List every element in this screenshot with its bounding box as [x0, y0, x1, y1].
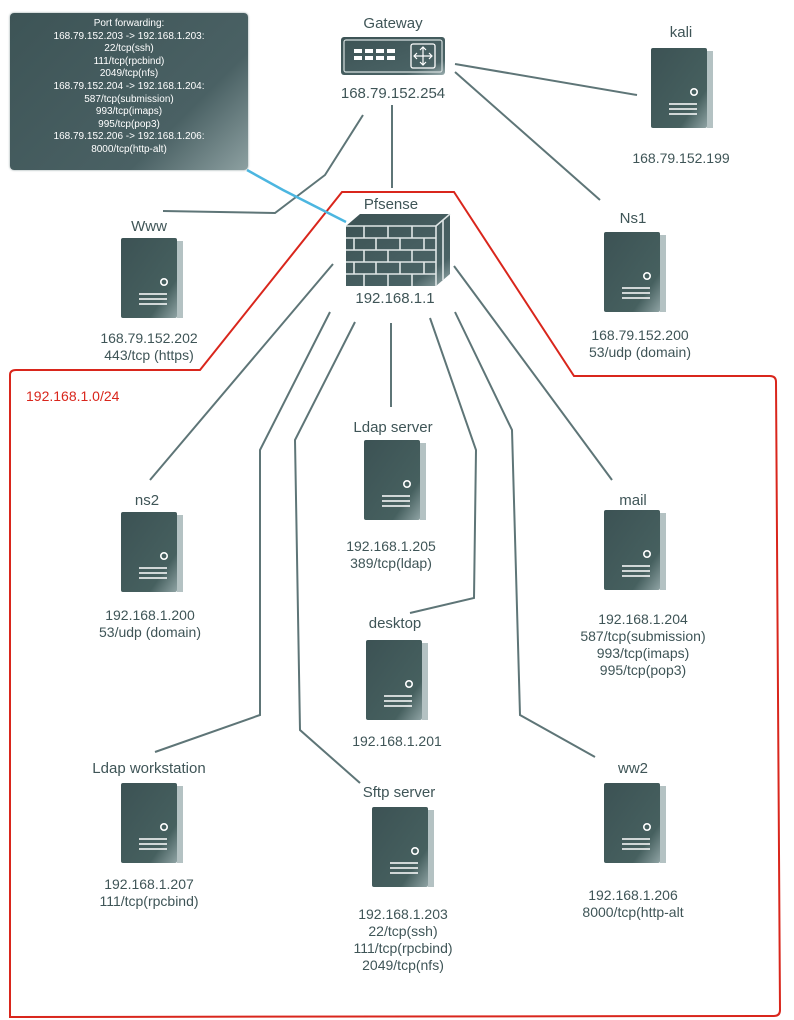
link-pfsense-desktop [409, 317, 478, 614]
ldap-server-title: Ldap server [353, 419, 433, 436]
kali-details: 168.79.152.199 [632, 150, 729, 167]
desktop-ip: 192.168.1.201 [352, 733, 442, 749]
pf-line: 168.79.152.206 -> 192.168.1.206: [53, 131, 205, 143]
sftp-server-port: 111/tcp(rpcbind) [353, 940, 453, 956]
link-pfsense-sftp [293, 321, 361, 784]
mail-ip: 192.168.1.204 [598, 611, 688, 627]
ns2-port: 53/udp (domain) [99, 624, 201, 640]
ns1-title: Ns1 [619, 210, 647, 227]
mail-port: 995/tcp(pop3) [599, 662, 687, 678]
ldap-server-ip: 192.168.1.205 [346, 538, 436, 554]
sftp-server-details: 192.168.1.203 22/tcp(ssh) 111/tcp(rpcbin… [353, 906, 452, 974]
link-gateway-www [162, 114, 364, 215]
ldap-server-details: 192.168.1.205 389/tcp(ldap) [346, 538, 436, 572]
ldap-workstation-port: 111/tcp(rpcbind) [99, 893, 199, 909]
link-pfsense-ww2 [454, 311, 596, 758]
gateway-ip: 168.79.152.254 [340, 85, 446, 102]
www-title: Www [131, 218, 167, 235]
ldap-server-port: 389/tcp(ldap) [350, 555, 432, 571]
ldap-workstation-details: 192.168.1.207 111/tcp(rpcbind) [99, 876, 198, 910]
ns1-port: 53/udp (domain) [589, 344, 691, 360]
sftp-server-port: 22/tcp(ssh) [368, 923, 438, 939]
link-port-forwarding [246, 168, 347, 224]
pf-line: 993/tcp(imaps) [95, 106, 163, 118]
ns2-details: 192.168.1.200 53/udp (domain) [99, 607, 201, 641]
link-pfsense-mail [453, 265, 613, 481]
server-icon-ww2 [603, 782, 667, 864]
ww2-details: 192.168.1.206 8000/tcp(http-alt [582, 887, 683, 921]
www-port: 443/tcp (https) [104, 347, 194, 363]
server-icon-sftp-server [371, 806, 435, 888]
ldap-workstation-title: Ldap workstation [92, 760, 206, 777]
pf-line: 587/tcp(submission) [84, 93, 174, 105]
sftp-server-title: Sftp server [362, 784, 436, 801]
ns1-ip: 168.79.152.200 [591, 327, 689, 343]
www-ip: 168.79.152.202 [100, 330, 198, 346]
brick-wall-icon [346, 213, 451, 286]
ldap-workstation-ip: 192.168.1.207 [104, 876, 194, 892]
pfsense-ip: 192.168.1.1 [355, 290, 435, 307]
pf-line: 168.79.152.203 -> 192.168.1.203: [53, 30, 205, 42]
ns2-title: ns2 [134, 492, 160, 509]
pf-line: 995/tcp(pop3) [98, 118, 160, 130]
kali-title: kali [669, 24, 693, 41]
link-gateway-ns1 [454, 71, 601, 201]
www-details: 168.79.152.202 443/tcp (https) [100, 330, 197, 364]
desktop-details: 192.168.1.201 [352, 733, 442, 750]
pfsense-title: Pfsense [363, 196, 419, 213]
router-icon [341, 37, 445, 75]
link-pfsense-ns2 [149, 263, 334, 481]
server-icon-ns2 [120, 511, 184, 593]
pf-line: 111/tcp(rpcbind) [93, 55, 165, 67]
pf-line: 22/tcp(ssh) [104, 43, 154, 55]
ww2-port: 8000/tcp(http-alt [582, 904, 684, 920]
pf-line: 8000/tcp(http-alt) [91, 143, 167, 155]
gateway-title: Gateway [363, 15, 423, 32]
ns2-ip: 192.168.1.200 [105, 607, 195, 623]
link-gateway-kali [454, 63, 638, 96]
kali-ip: 168.79.152.199 [632, 150, 730, 166]
server-icon-ns1 [603, 231, 667, 313]
sftp-server-ip: 192.168.1.203 [358, 906, 448, 922]
ww2-ip: 192.168.1.206 [588, 887, 678, 903]
server-icon-www [120, 237, 184, 319]
server-icon-ldap-server [363, 439, 427, 521]
mail-title: mail [619, 492, 647, 509]
ns1-details: 168.79.152.200 53/udp (domain) [589, 327, 691, 361]
subnet-border [9, 191, 782, 1018]
server-icon-desktop [365, 639, 429, 721]
server-icon-ldap-workstation [120, 782, 184, 864]
subnet-label: 192.168.1.0/24 [26, 388, 120, 404]
link-pfsense-ldap-workstation [154, 311, 331, 753]
server-icon-mail [603, 509, 667, 591]
sftp-server-port: 2049/tcp(nfs) [362, 957, 444, 973]
pf-line: 2049/tcp(nfs) [99, 68, 159, 80]
desktop-title: desktop [368, 615, 422, 632]
mail-details: 192.168.1.204 587/tcp(submission) 993/tc… [580, 611, 705, 679]
links [149, 63, 638, 784]
pf-line: 168.79.152.204 -> 192.168.1.204: [53, 80, 205, 92]
port-forwarding-note: Port forwarding: 168.79.152.203 -> 192.1… [10, 13, 248, 170]
ww2-title: ww2 [617, 760, 649, 777]
mail-port: 587/tcp(submission) [580, 628, 706, 644]
server-icon-kali [650, 47, 714, 129]
port-forwarding-title: Port forwarding: [93, 18, 165, 29]
mail-port: 993/tcp(imaps) [596, 645, 690, 661]
